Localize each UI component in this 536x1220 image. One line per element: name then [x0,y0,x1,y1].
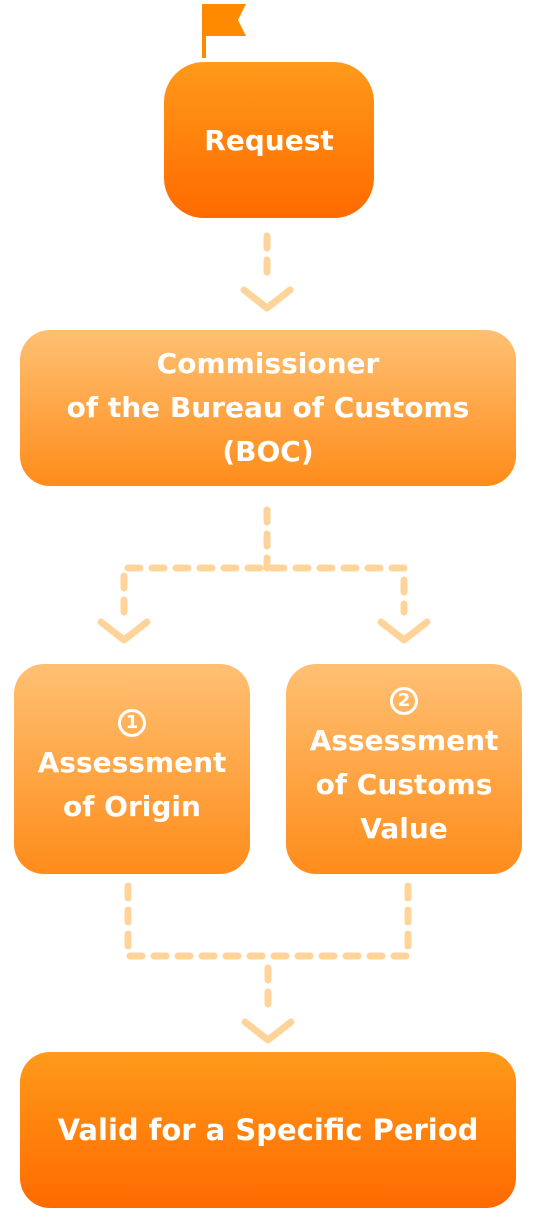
origin-label-line-1: Assessment [37,746,227,779]
origin-label-line-2: of Origin [63,790,201,823]
origin-assessment-node: 1 Assessment of Origin [14,664,250,874]
step-number-badge: 2 [390,687,418,715]
connector-line [124,882,412,960]
request-node: Request [164,62,374,218]
customs-value-label-line-2: of Customs [315,768,493,801]
chevron-down-icon [377,618,431,644]
commissioner-label-line-1: Commissioner [156,347,380,380]
chevron-down-icon [240,286,294,312]
customs-value-label-line-1: Assessment [309,724,499,757]
request-label: Request [204,123,334,157]
chevron-down-icon [97,618,151,644]
commissioner-label-line-3: (BOC) [222,435,314,468]
commissioner-node: Commissioner of the Bureau of Customs (B… [20,330,516,486]
connector-line [120,564,408,616]
validity-node: Valid for a Specific Period [20,1052,516,1208]
flag-icon [202,4,246,58]
customs-value-label-line-3: Value [360,812,448,845]
chevron-down-icon [241,1018,295,1044]
customs-value-assessment-node: 2 Assessment of Customs Value [286,664,522,874]
step-number-badge: 1 [118,709,146,737]
commissioner-label-line-2: of the Bureau of Customs [66,391,470,424]
validity-label: Valid for a Specific Period [57,1113,479,1147]
